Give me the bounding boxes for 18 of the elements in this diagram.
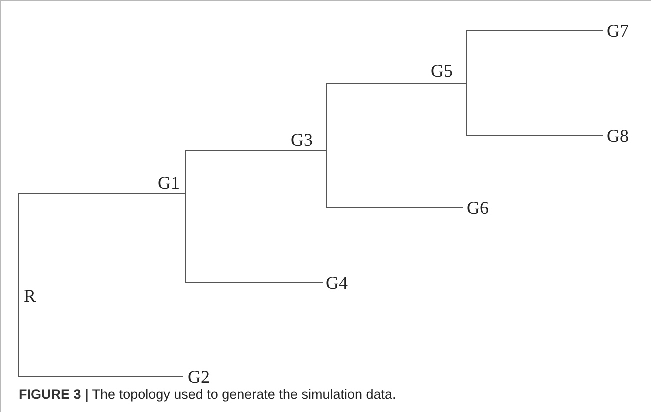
tree-branch bbox=[186, 150, 328, 194]
node-label: G4 bbox=[326, 273, 348, 293]
tree-branch bbox=[18, 194, 186, 296]
tree-branch bbox=[186, 194, 324, 284]
figure-caption: FIGURE 3 | The topology used to generate the simulation data. bbox=[19, 387, 396, 402]
node-label: G1 bbox=[158, 173, 180, 193]
tree-branch bbox=[466, 84, 604, 136]
tree-branch bbox=[326, 84, 468, 152]
tree-branch bbox=[18, 296, 184, 378]
node-label: G7 bbox=[607, 21, 629, 41]
node-label: G6 bbox=[467, 198, 489, 218]
node-label: G3 bbox=[291, 130, 313, 150]
node-label: G8 bbox=[607, 126, 629, 146]
node-label: R bbox=[24, 286, 36, 306]
tree-branch bbox=[326, 150, 464, 208]
node-label: G5 bbox=[431, 61, 453, 81]
node-label: G2 bbox=[188, 367, 210, 387]
tree-branch bbox=[466, 30, 604, 84]
